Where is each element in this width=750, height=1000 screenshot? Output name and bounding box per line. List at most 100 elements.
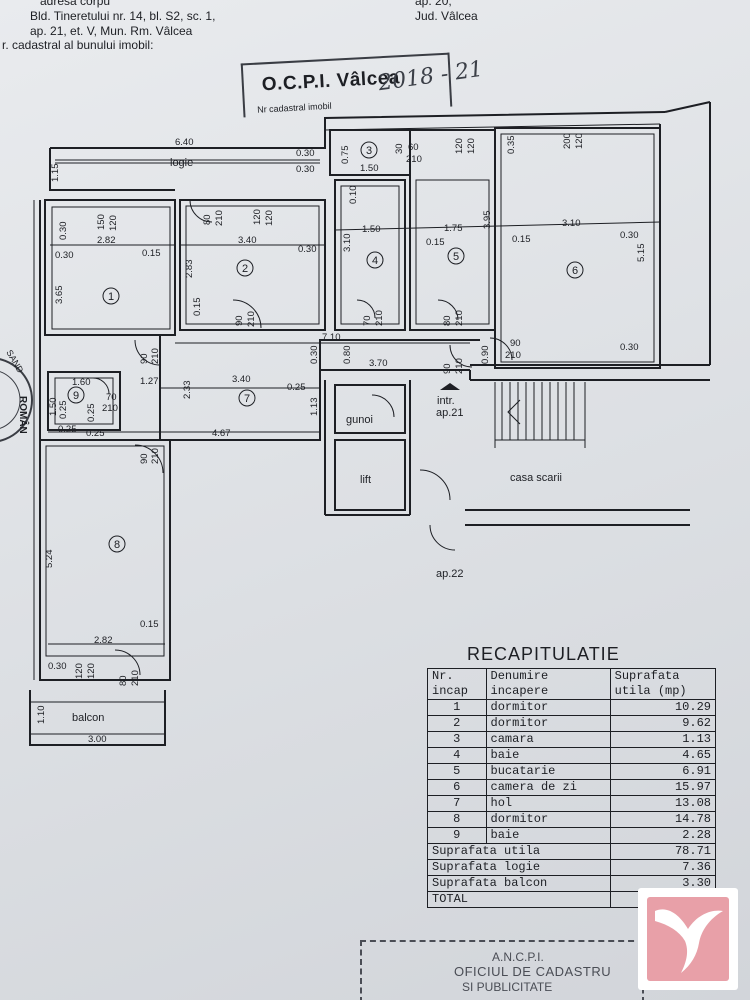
dim-text: 210 [130, 670, 141, 686]
dim-text: 0.30 [296, 148, 315, 159]
room-circle-2 [236, 259, 254, 277]
label-casa-scarii: casa scarii [510, 472, 562, 484]
row-name: dormitor [485, 715, 611, 732]
room-number-3: 3 [366, 145, 372, 157]
row-nr: 2 [427, 715, 487, 732]
dim-text: 120 [108, 215, 119, 231]
row-name: dormitor [485, 811, 611, 828]
row-nr: 5 [427, 763, 487, 780]
recap-header-nr: Nr.incap [427, 668, 487, 700]
dim-text: 0.25 [58, 424, 77, 435]
dim-text: 0.30 [620, 230, 639, 241]
seal-text-side: ROMÂN [17, 396, 30, 434]
dim-text: 5.15 [636, 244, 647, 263]
header-address-line1: Bld. Tineretului nr. 14, bl. S2, sc. 1, [30, 9, 216, 23]
row-nr: 6 [427, 779, 487, 796]
row-nr: 7 [427, 795, 487, 812]
dim-text: 0.30 [309, 346, 320, 365]
dim-text: 1.60 [72, 377, 91, 388]
dim-text: 210 [246, 311, 257, 327]
dim-text: 210 [102, 403, 118, 414]
dim-text: 70 [106, 392, 117, 403]
dim-text: 0.25 [86, 404, 97, 423]
dim-text: 2.33 [182, 381, 193, 400]
dim-text: 90 [510, 338, 521, 349]
dim-text: 1.50 [362, 224, 381, 235]
room-number-4: 4 [372, 255, 378, 267]
dim-text: 0.35 [506, 136, 517, 155]
dim-text: 70 [362, 315, 373, 326]
cadastre-office-stamp: A.N.C.P.I. OFICIUL DE CADASTRU SI PUBLIC… [360, 940, 644, 1000]
dim-text: 3.10 [342, 234, 353, 253]
entrance-arrow-icon [440, 383, 460, 390]
dim-text: 90 [139, 353, 150, 364]
header-cadastral-line: r. cadastral al bunului imobil: [2, 38, 154, 52]
dim-text: 4.67 [212, 428, 231, 439]
dim-text: 90 [234, 315, 245, 326]
label-gunoi: gunoi [346, 414, 373, 426]
dim-text: 210 [454, 310, 465, 326]
room-circle-5 [447, 247, 465, 265]
dim-text: 0.25 [287, 382, 306, 393]
dim-text: 2.83 [184, 260, 195, 279]
dim-text: 210 [374, 310, 385, 326]
brand-logo-background [647, 897, 729, 981]
dim-text: 210 [406, 154, 422, 165]
room-number-2: 2 [242, 263, 248, 275]
row-name: camera de zi [485, 779, 611, 796]
row-name: dormitor [485, 699, 611, 716]
header-address-line2: ap. 21, et. V, Mun. Rm. Vâlcea [30, 24, 193, 38]
dim-text: 1.15 [50, 164, 61, 183]
header-den-2: incapere [490, 684, 549, 698]
side-seal: SAND ROMÂN [0, 348, 33, 442]
dim-text: 2.82 [97, 235, 116, 246]
header-sup-1: Suprafata [614, 669, 680, 683]
row-area: 14.78 [609, 811, 717, 828]
dim-text: 210 [505, 350, 521, 361]
row-nr: 3 [427, 731, 487, 748]
dim-text: 90 [139, 453, 150, 464]
row-name: hol [485, 795, 611, 812]
dim-text: 0.15 [512, 234, 531, 245]
recap-title: RECAPITULATIE [467, 644, 620, 664]
header-nr-2: incap [432, 684, 469, 698]
row-area: 15.97 [609, 779, 717, 796]
label-logie: logie [170, 157, 193, 169]
dim-text: 0.30 [48, 661, 67, 672]
row-area: 2.28 [609, 827, 717, 844]
dim-text: 1.27 [140, 376, 159, 387]
dim-text: 0.30 [58, 222, 69, 241]
total-label: Suprafata logie [427, 859, 611, 876]
header-cut-line: adresa corpu [40, 0, 111, 8]
header-den-1: Denumire [490, 669, 549, 683]
header-right-line1: ap. 20, [415, 0, 452, 8]
dim-text: 210 [454, 358, 465, 374]
room-number-1: 1 [108, 291, 114, 303]
total-value: 78.71 [609, 843, 717, 860]
header-sup-2: utila (mp) [614, 684, 687, 698]
room-number-6: 6 [572, 265, 578, 277]
dim-text: 120 [86, 663, 97, 679]
room-circle-8 [108, 535, 126, 553]
dim-text: 3.40 [238, 235, 257, 246]
dim-text: 210 [150, 348, 161, 364]
total-label: TOTAL [427, 891, 611, 908]
lower-stamp-line1: A.N.C.P.I. [492, 950, 544, 964]
room-circle-6 [566, 261, 584, 279]
room-number-7: 7 [244, 393, 250, 405]
dim-text: 80 [442, 315, 453, 326]
dim-text: 120 [74, 663, 85, 679]
room-circle-3 [360, 141, 378, 159]
row-area: 1.13 [609, 731, 717, 748]
total-value: 7.36 [609, 859, 717, 876]
dim-text: 0.15 [142, 248, 161, 259]
dim-text: 120 [466, 138, 477, 154]
